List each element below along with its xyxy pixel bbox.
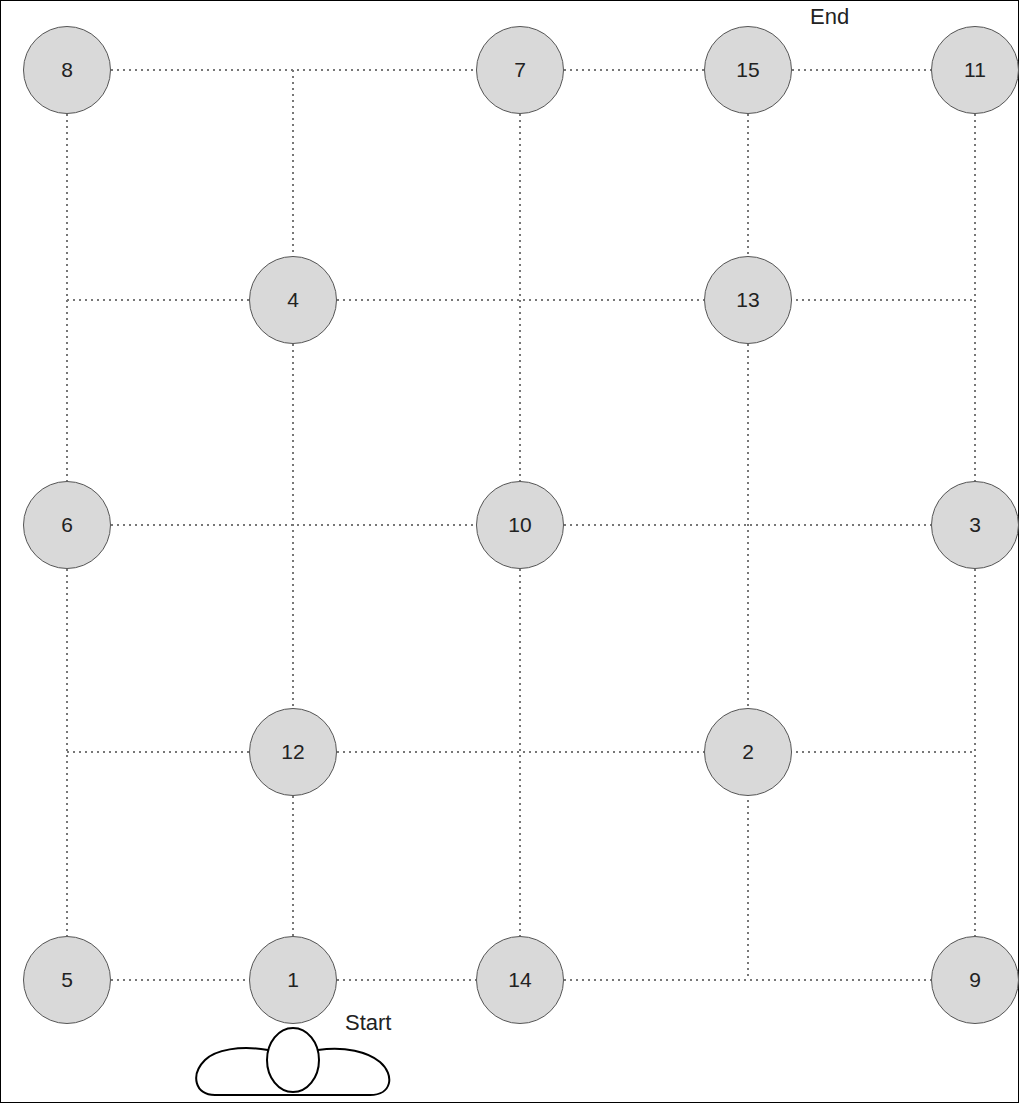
circle-number: 1 [287,968,299,992]
dotted-path [747,344,749,708]
dotted-path [564,979,931,981]
dotted-path [66,114,68,481]
circle-number: 4 [287,288,299,312]
point-label: End [808,4,851,30]
numbered-circle: 3 [931,481,1019,569]
circle-number: 8 [61,58,73,82]
circle-number: 15 [736,58,759,82]
dotted-path [111,69,476,71]
numbered-circle: 6 [23,481,111,569]
circle-number: 12 [281,740,304,764]
circle-number: 6 [61,513,73,537]
numbered-circle: 7 [476,26,564,114]
dotted-path [111,979,249,981]
numbered-circle: 4 [249,256,337,344]
circle-number: 2 [742,740,754,764]
dotted-path [292,796,294,936]
circle-number: 10 [508,513,531,537]
numbered-circle: 8 [23,26,111,114]
dotted-path [337,979,476,981]
dotted-path [519,569,521,936]
numbered-circle: 1 [249,936,337,1024]
circle-number: 5 [61,968,73,992]
dotted-path [292,344,294,708]
circle-number: 11 [964,58,986,82]
numbered-circle: 9 [931,936,1019,1024]
dotted-path [974,569,976,936]
numbered-circle: 2 [704,708,792,796]
dotted-path [564,69,704,71]
person-head [267,1028,319,1092]
dotted-path [337,751,704,753]
numbered-circle: 5 [23,936,111,1024]
numbered-circle: 15 [704,26,792,114]
circle-number: 13 [736,288,759,312]
numbered-circle: 10 [476,481,564,569]
numbered-circle: 14 [476,936,564,1024]
dotted-path [66,569,68,936]
circle-number: 7 [514,58,526,82]
dotted-path [974,114,976,481]
person-figure [196,1028,389,1095]
dotted-path [747,114,749,256]
point-label: Start [343,1010,393,1036]
circle-number: 14 [508,968,531,992]
numbered-circle: 12 [249,708,337,796]
numbered-circle: 11 [931,26,1019,114]
circle-number: 9 [969,968,981,992]
dotted-path [519,114,521,481]
numbered-circle: 13 [704,256,792,344]
circle-number: 3 [969,513,981,537]
dotted-path [792,69,931,71]
